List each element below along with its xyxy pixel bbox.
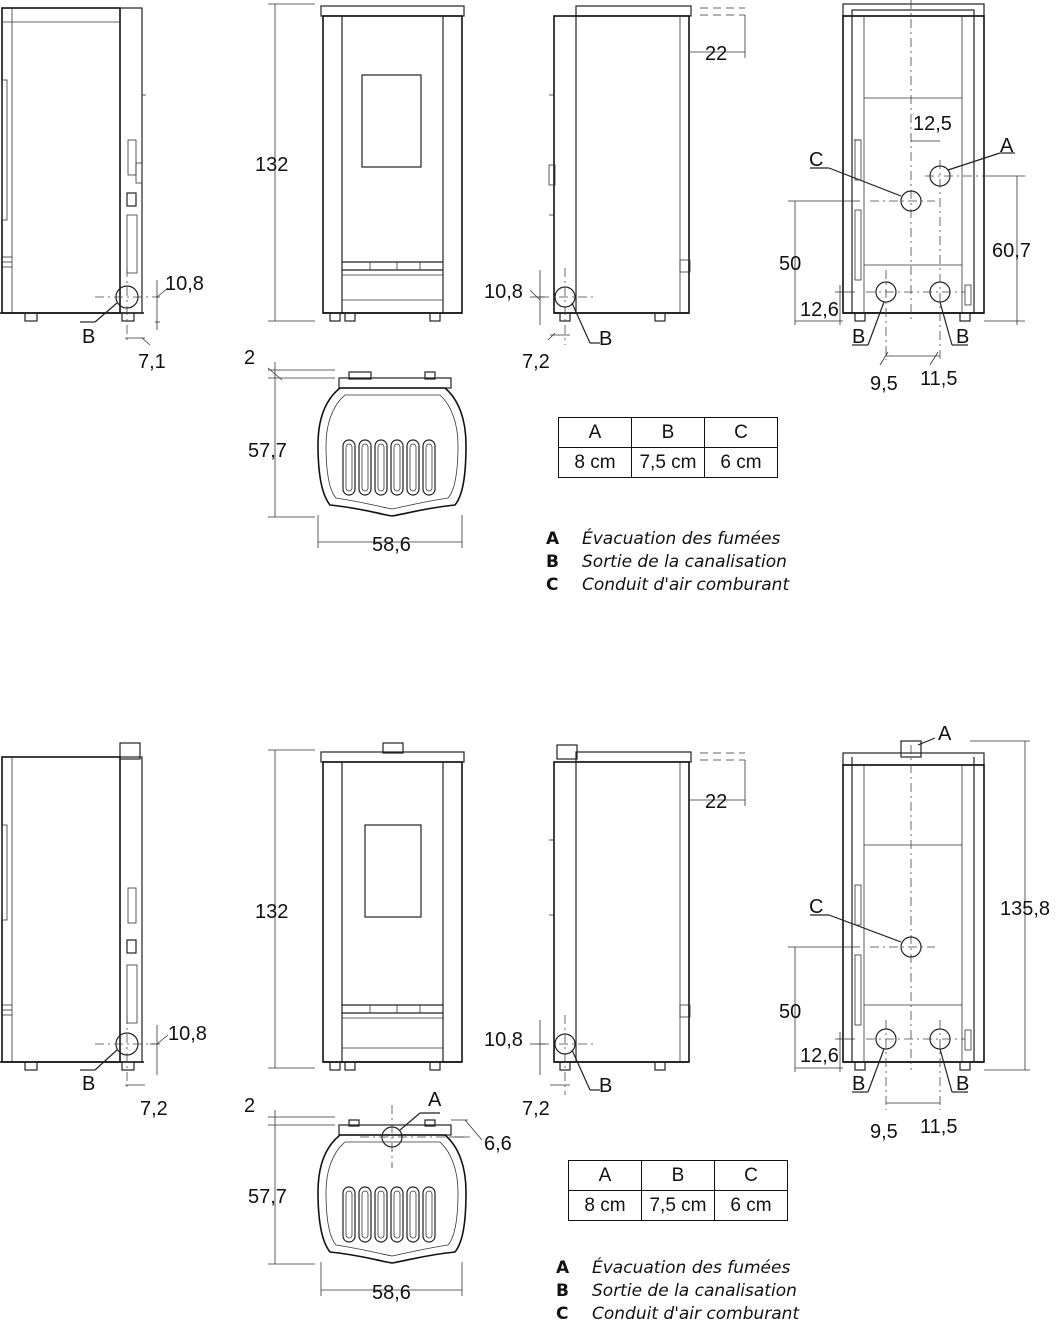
dim-plan-flue: 6,6 [484,1133,512,1155]
legend: A Évacuation des fumées B Sortie de la can… [556,1257,799,1326]
dim-rear-x2: 11,5 [920,368,957,390]
table-value-c: 6 cm [714,1190,788,1221]
front-view: 132 [255,742,465,1071]
side-view-right: 22 10,8 7,2 B [484,744,746,1120]
dim-rear-height-c: 50 [779,1001,801,1023]
table-header-b: B [631,417,705,448]
dim-rear-bottom: 12,6 [800,299,839,321]
dim-plan-depth: 57,7 [248,1186,287,1208]
dim-side-left-a: 10,8 [168,1023,207,1045]
dim-side-left-b: 7,2 [140,1098,168,1120]
dim-rear-total: 135,8 [1000,898,1050,920]
label-a: A [1000,135,1014,157]
label-a: A [938,723,952,745]
legend-text: Conduit d'air comburant [582,575,790,595]
table-value-b: 7,5 cm [631,447,705,478]
side-view-right: 22 10,8 7,2 B [484,5,746,373]
rear-view: 12,5 50 60,7 12,6 9,5 11,5 A C B B [779,0,1031,395]
side-view-left: 10,8 7,1 B [0,7,204,373]
legend-key: A [546,529,560,549]
table-value-a: 8 cm [558,447,632,478]
dim-rear-height-c: 50 [779,253,801,275]
legend-item: A Évacuation des fumées [546,528,789,551]
table-value-c: 6 cm [704,447,778,478]
label-c: C [809,149,823,171]
dim-plan-width: 58,6 [372,534,411,556]
dim-rear-spacing: 12,5 [913,113,952,135]
connection-table: A B C 8 cm 7,5 cm 6 cm [558,417,778,478]
label-b: B [852,326,865,348]
dim-side-left-b: 7,1 [138,351,166,373]
dim-rear-x1: 9,5 [870,1121,898,1143]
table-header-c: C [704,417,778,448]
legend-key: B [556,1281,569,1301]
plan-view: 2 6,6 57,7 A 58,6 [244,1089,512,1304]
dim-front-height: 132 [255,901,288,923]
dim-plan-offset: 2 [244,1095,255,1117]
legend-key: C [556,1304,569,1324]
legend-item: B Sortie de la canalisation [546,551,789,574]
dim-side-right-b: 7,2 [522,1098,550,1120]
dim-side-right-top: 22 [705,43,727,65]
label-b: B [599,328,612,350]
legend-item: B Sortie de la canalisation [556,1280,799,1303]
legend-item: C Conduit d'air comburant [546,574,789,597]
legend-item: A Évacuation des fumées [556,1257,799,1280]
label-b: B [82,326,95,348]
dim-side-right-b: 7,2 [522,351,550,373]
dim-rear-x1: 9,5 [870,373,898,395]
plan-view: 2 57,7 58,6 [244,347,467,556]
label-b: B [852,1073,865,1095]
dim-front-height: 132 [255,154,288,176]
dim-side-left-a: 10,8 [165,273,204,295]
label-a: A [428,1089,442,1111]
label-b: B [956,326,969,348]
table-header-c: C [714,1160,788,1191]
connection-table: A B C 8 cm 7,5 cm 6 cm [568,1160,788,1221]
legend-item: C Conduit d'air comburant [556,1303,799,1326]
table-value-a: 8 cm [568,1190,642,1221]
label-b: B [956,1073,969,1095]
legend-text: Évacuation des fumées [592,1258,791,1278]
dim-side-right-a: 10,8 [484,1029,523,1051]
dim-side-right-a: 10,8 [484,281,523,303]
dim-plan-width: 58,6 [372,1282,411,1304]
rear-view: 135,8 50 12,6 9,5 11,5 A C B B [779,723,1050,1143]
label-b: B [82,1073,95,1095]
label-b: B [599,1075,612,1097]
variant-bottom: 10,8 7,2 B 132 [0,723,1050,1304]
legend-key: A [556,1258,570,1278]
dim-rear-x2: 11,5 [920,1116,957,1138]
label-c: C [809,896,823,918]
front-view: 132 [255,3,465,322]
side-view-left: 10,8 7,2 B [0,742,207,1120]
variant-top: 10,8 7,1 B 132 [0,0,1031,556]
dim-rear-height-a: 60,7 [992,240,1031,262]
dim-plan-depth: 57,7 [248,440,287,462]
dim-plan-offset: 2 [244,347,255,369]
table-header-b: B [641,1160,715,1191]
legend-key: B [546,552,559,572]
table-header-a: A [558,417,632,448]
dim-side-right-top: 22 [705,791,727,813]
legend-key: C [546,575,559,595]
legend-text: Sortie de la canalisation [582,552,787,572]
legend: A Évacuation des fumées B Sortie de la can… [546,528,789,597]
legend-text: Sortie de la canalisation [592,1281,797,1301]
table-value-b: 7,5 cm [641,1190,715,1221]
legend-text: Conduit d'air comburant [592,1304,800,1324]
legend-text: Évacuation des fumées [582,529,781,549]
dim-rear-bottom: 12,6 [800,1045,839,1067]
table-header-a: A [568,1160,642,1191]
